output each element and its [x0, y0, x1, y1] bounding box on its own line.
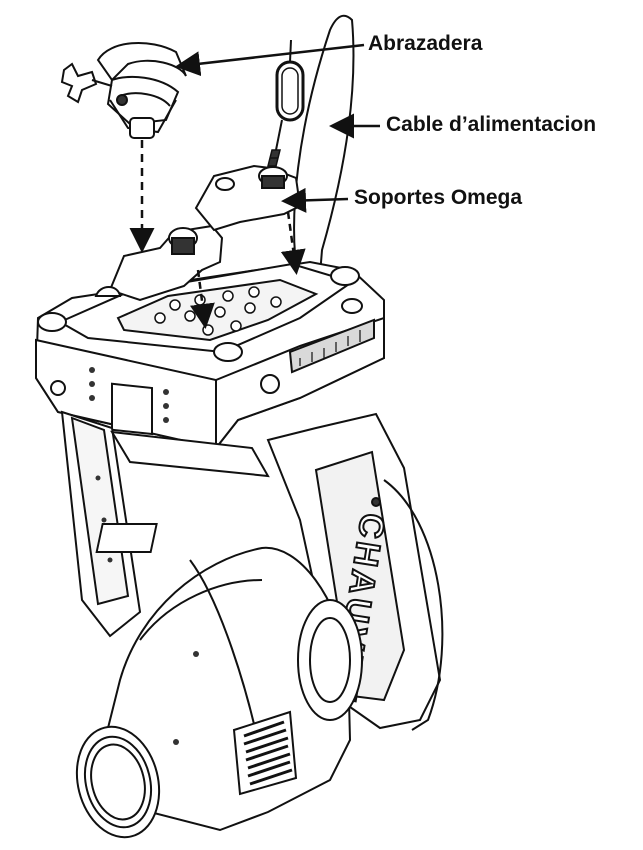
- power-cable: [293, 14, 355, 302]
- bracket-guide-2: [280, 211, 306, 275]
- moving-head: [75, 523, 363, 839]
- clamp: [60, 42, 187, 139]
- omega-brackets-label: Soportes Omega: [354, 186, 523, 209]
- bracket-guide-1: [190, 269, 215, 329]
- yoke: [60, 410, 444, 731]
- omega-bracket-right: [194, 164, 302, 232]
- clamp-label: Abrazadera: [368, 32, 483, 55]
- power-cable-label: Cable d’alimentacion: [386, 113, 597, 136]
- callout-arrows: [175, 43, 380, 213]
- omega-bracket-left: [94, 224, 224, 302]
- safety-loop: [267, 39, 305, 167]
